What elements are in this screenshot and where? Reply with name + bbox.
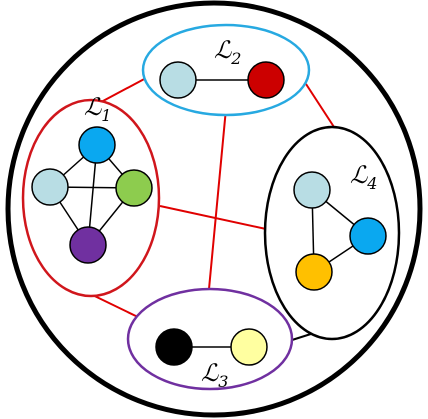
node-red [247,61,285,99]
node-green [115,169,153,207]
layer-L2-label: ℒ2 [214,36,241,68]
layer-L4: ℒ4 [263,125,401,341]
node-purple [69,226,107,264]
node-orange [295,253,333,291]
node-blue [78,126,116,164]
edge-L1-L4 [159,205,267,230]
node-light-yellow [230,328,268,366]
layer-L3: ℒ3 [126,287,294,391]
layer-L1-label: ℒ1 [84,93,111,125]
node-black [155,328,193,366]
edge-L2-L3 [208,97,228,290]
node-light-blue [31,168,69,206]
layer-L1-boundary [21,98,161,298]
edge-L2-L4 [305,83,335,128]
layer-L3-label: ℒ3 [201,359,228,391]
node-blue [349,217,387,255]
node-light-blue [159,61,197,99]
node-light-blue [293,171,331,209]
layer-L4-label: ℒ4 [350,161,377,193]
layer-L1: ℒ1 [21,93,161,298]
layer-L2: ℒ2 [141,23,311,117]
